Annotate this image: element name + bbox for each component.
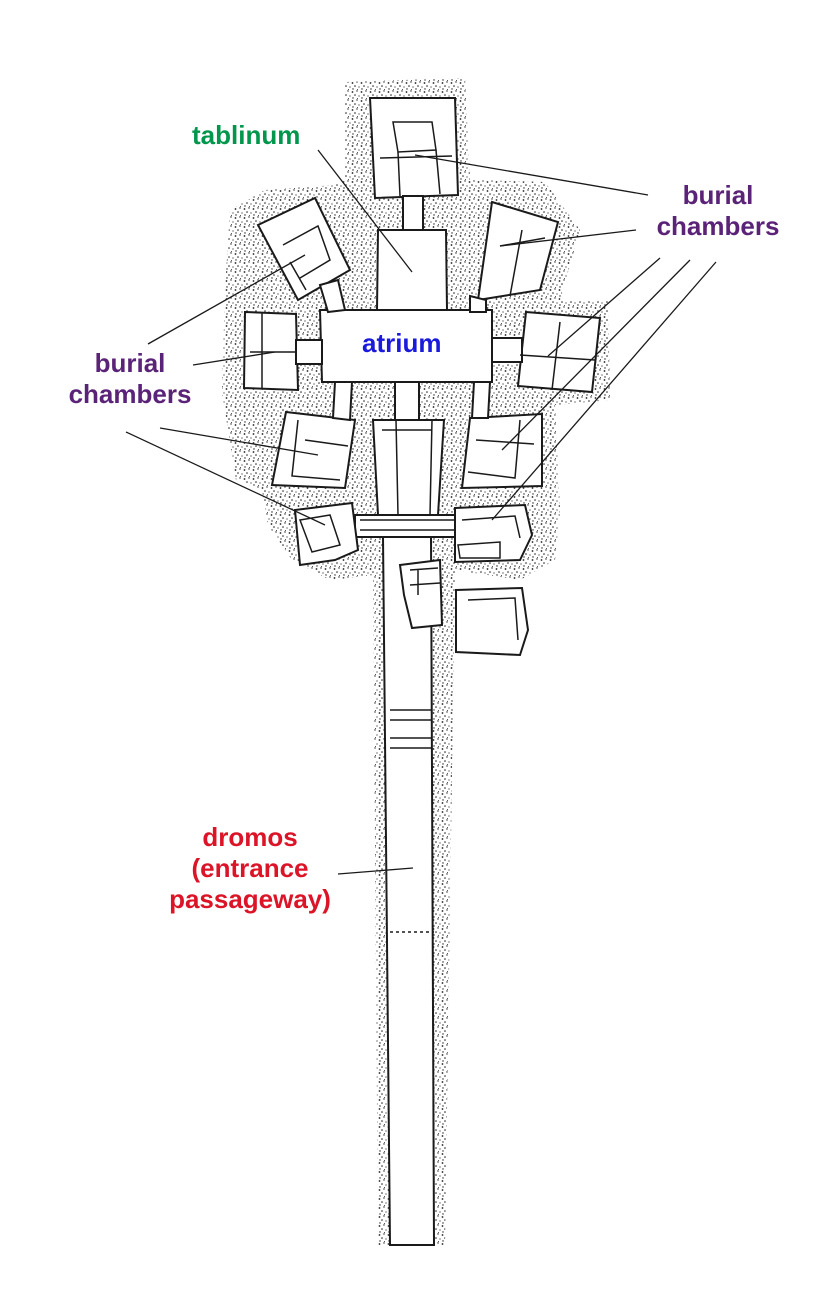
leader-upper-right <box>499 229 637 247</box>
chamber-bottom-right <box>454 503 534 564</box>
burial-chambers-left-line2: chambers <box>68 379 192 409</box>
chamber-lower-left <box>270 410 357 490</box>
chamber-top <box>368 97 460 200</box>
passage-top <box>402 195 424 233</box>
label-dromos: dromos (entrance passageway) <box>160 822 340 915</box>
passage-middle-left <box>295 339 323 365</box>
leader-top-chamber <box>414 154 649 196</box>
burial-chambers-right-line1: burial <box>682 180 754 210</box>
chamber-middle-right <box>516 310 602 394</box>
leader-upper-left <box>147 254 306 345</box>
label-atrium: atrium <box>362 328 442 358</box>
chamber-middle-left <box>242 310 300 392</box>
vestibule <box>371 419 446 516</box>
dromos-passage <box>381 536 436 1246</box>
leader-dromos <box>337 867 414 875</box>
passage-lower-left <box>331 381 354 422</box>
passage-upper-right <box>469 294 487 313</box>
passage-lower-right <box>470 381 492 419</box>
label-tablinum: tablinum <box>192 120 301 150</box>
leader-bottom-left <box>125 431 326 526</box>
label-burial-chambers-left: burial chambers <box>60 348 200 410</box>
leader-tablinum <box>317 149 413 273</box>
burial-chambers-right-line2: chambers <box>656 211 780 241</box>
leader-middle-left <box>192 351 276 366</box>
leader-lines <box>125 149 717 875</box>
cross-passage <box>354 514 460 538</box>
interior-details <box>250 121 596 933</box>
burial-chambers-left-line1: burial <box>94 348 166 378</box>
leader-bottom-right <box>491 261 717 521</box>
leader-lower-left <box>159 427 319 456</box>
annex-passage <box>398 558 444 630</box>
passage-atrium-south <box>394 381 420 423</box>
passage-upper-left <box>318 278 347 314</box>
leader-middle-right <box>547 257 661 357</box>
dromos-line1: dromos <box>202 822 298 852</box>
chamber-lower-right <box>460 412 543 490</box>
passage-middle-right <box>491 337 523 363</box>
room-tablinum <box>375 229 449 311</box>
label-burial-chambers-right: burial chambers <box>648 180 788 242</box>
chamber-upper-left <box>256 196 352 302</box>
leader-lower-right <box>501 259 691 451</box>
dromos-line2: (entrance <box>191 853 309 883</box>
dromos-line3: passageway) <box>169 884 331 914</box>
annex-room <box>455 586 530 657</box>
